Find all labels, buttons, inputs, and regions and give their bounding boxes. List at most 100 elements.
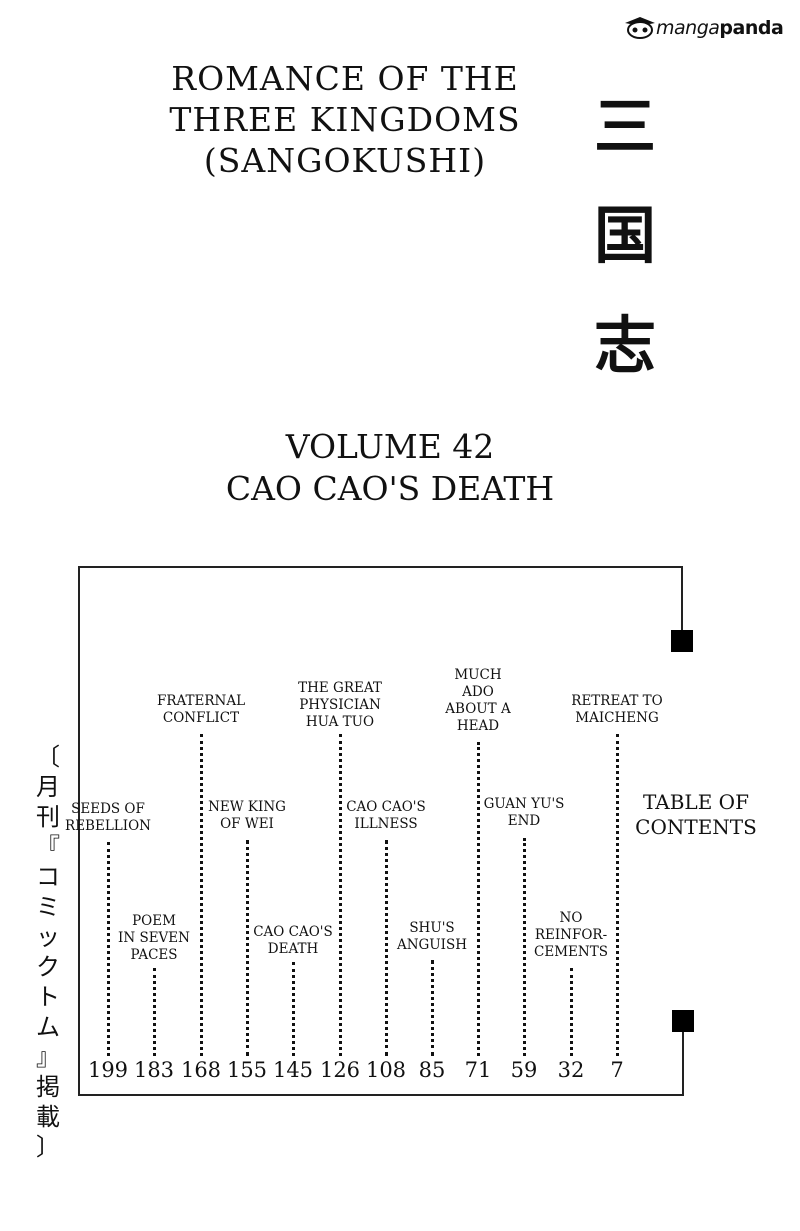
chapter-dotted-leader	[292, 962, 295, 1056]
chapter-title-line: RETREAT TO	[571, 693, 663, 709]
chapter-title-line: PHYSICIAN	[299, 697, 381, 713]
serialization-note-vertical: 〔月刊『コミックトム』掲載〕	[30, 742, 66, 1162]
chapter-title-line: CONFLICT	[162, 710, 240, 726]
chapter-page-number: 145	[272, 1058, 314, 1082]
frame-square-marker-bottom	[672, 1010, 694, 1032]
chapter-title-line: REINFOR-	[534, 927, 608, 943]
chapter-page-number: 168	[180, 1058, 222, 1082]
chapter-title-line: SHU'S	[409, 920, 455, 936]
chapter-dotted-leader	[431, 960, 434, 1056]
side-char: 』	[36, 1043, 60, 1071]
chapter-title-line: ADO	[462, 684, 494, 700]
toc-heading-line: TABLE OF	[643, 790, 749, 814]
chapter-title-line: HUA TUO	[305, 714, 375, 730]
chapter-page-number: 126	[319, 1058, 361, 1082]
side-char: コ	[36, 863, 60, 891]
chapter-page-number: 183	[133, 1058, 175, 1082]
chapter-page-number: 108	[365, 1058, 407, 1082]
watermark-text-1: manga	[656, 17, 720, 39]
volume-subtitle: CAO CAO'S DEATH	[225, 469, 555, 508]
chapter-title-line: DEATH	[267, 941, 319, 957]
frame-bottom-line	[78, 1094, 684, 1096]
side-char: 載	[36, 1103, 60, 1131]
side-char: ト	[36, 983, 60, 1011]
chapter-title-line: REBELLION	[65, 818, 151, 834]
chapter-dotted-leader	[107, 842, 110, 1056]
frame-right-line-top	[681, 566, 683, 636]
frame-square-marker-top	[671, 630, 693, 652]
chapter-page-number: 199	[87, 1058, 129, 1082]
side-char: 掲	[36, 1073, 60, 1101]
chapter-title-line: POEM	[132, 913, 176, 929]
side-char: 〕	[36, 1133, 60, 1161]
chapter-dotted-leader	[385, 840, 388, 1056]
title-line: (SANGOKUSHI)	[203, 141, 487, 180]
chapter-dotted-leader	[616, 734, 619, 1056]
side-char: ッ	[36, 923, 60, 951]
chapter-title-line: THE GREAT	[298, 680, 382, 696]
chapter-dotted-leader	[153, 968, 156, 1056]
volume-number: VOLUME 42	[285, 427, 495, 466]
chapter-title-line: FRATERNAL	[156, 693, 246, 709]
chapter-title-line: IN SEVEN	[118, 930, 190, 946]
chapter-title-line: ILLNESS	[354, 816, 418, 832]
side-char: ク	[36, 953, 60, 981]
watermark-text-2: panda	[719, 17, 784, 39]
chapter-dotted-leader	[570, 968, 573, 1056]
chapter-title-line: END	[507, 813, 541, 829]
chapter-title-line: ABOUT A	[445, 701, 511, 717]
chapter-title-line: PACES	[130, 947, 178, 963]
chapter-title-line: MAICHENG	[575, 710, 659, 726]
book-title: ROMANCE OF THE THREE KINGDOMS (SANGOKUSH…	[130, 58, 560, 181]
chapter-title-line: CEMENTS	[534, 944, 608, 960]
chapter-page-number: 71	[464, 1058, 492, 1082]
side-char: 『	[36, 833, 60, 861]
panda-logo-icon	[625, 17, 655, 39]
watermark-logo: mangapanda	[622, 10, 794, 44]
chapter-title-line: HEAD	[456, 718, 500, 734]
chapter-title-line: SEEDS OF	[71, 801, 145, 817]
chapter-dotted-leader	[339, 734, 342, 1056]
kanji-goku: 国	[593, 199, 656, 272]
chapter-title-line: GUAN YU'S	[483, 796, 565, 812]
title-line: ROMANCE OF THE	[171, 59, 519, 98]
chapter-dotted-leader	[477, 742, 480, 1056]
chapter-title-line: ANGUISH	[396, 937, 468, 953]
side-char: ミ	[36, 893, 60, 921]
chapter-page-number: 59	[510, 1058, 538, 1082]
volume-heading: VOLUME 42 CAO CAO'S DEATH	[150, 426, 630, 510]
chapter-title-line: CAO CAO'S	[346, 799, 426, 815]
chapter-dotted-leader	[200, 734, 203, 1056]
chapter-page-number: 7	[610, 1058, 624, 1082]
chapter-page-number: 85	[418, 1058, 446, 1082]
chapter-page-number: 155	[226, 1058, 268, 1082]
chapter-title-line: NEW KING	[208, 799, 286, 815]
kanji-shi: 志	[593, 309, 656, 382]
chapter-title-line: OF WEI	[220, 816, 274, 832]
chapter-title-line: NO	[559, 910, 583, 926]
chapter-page-number: 32	[557, 1058, 585, 1082]
frame-left-line	[78, 566, 80, 1096]
side-char: 〔	[36, 743, 60, 771]
title-line: THREE KINGDOMS	[169, 100, 521, 139]
side-char: 刊	[36, 803, 60, 831]
chapter-dotted-leader	[523, 838, 526, 1056]
chapter-title-line: CAO CAO'S	[253, 924, 333, 940]
frame-top-line	[78, 566, 683, 568]
chapter-dotted-leader	[246, 840, 249, 1056]
side-char: 月	[36, 773, 60, 801]
toc-heading-line: CONTENTS	[635, 815, 757, 839]
chapter-title-line: MUCH	[454, 667, 502, 683]
